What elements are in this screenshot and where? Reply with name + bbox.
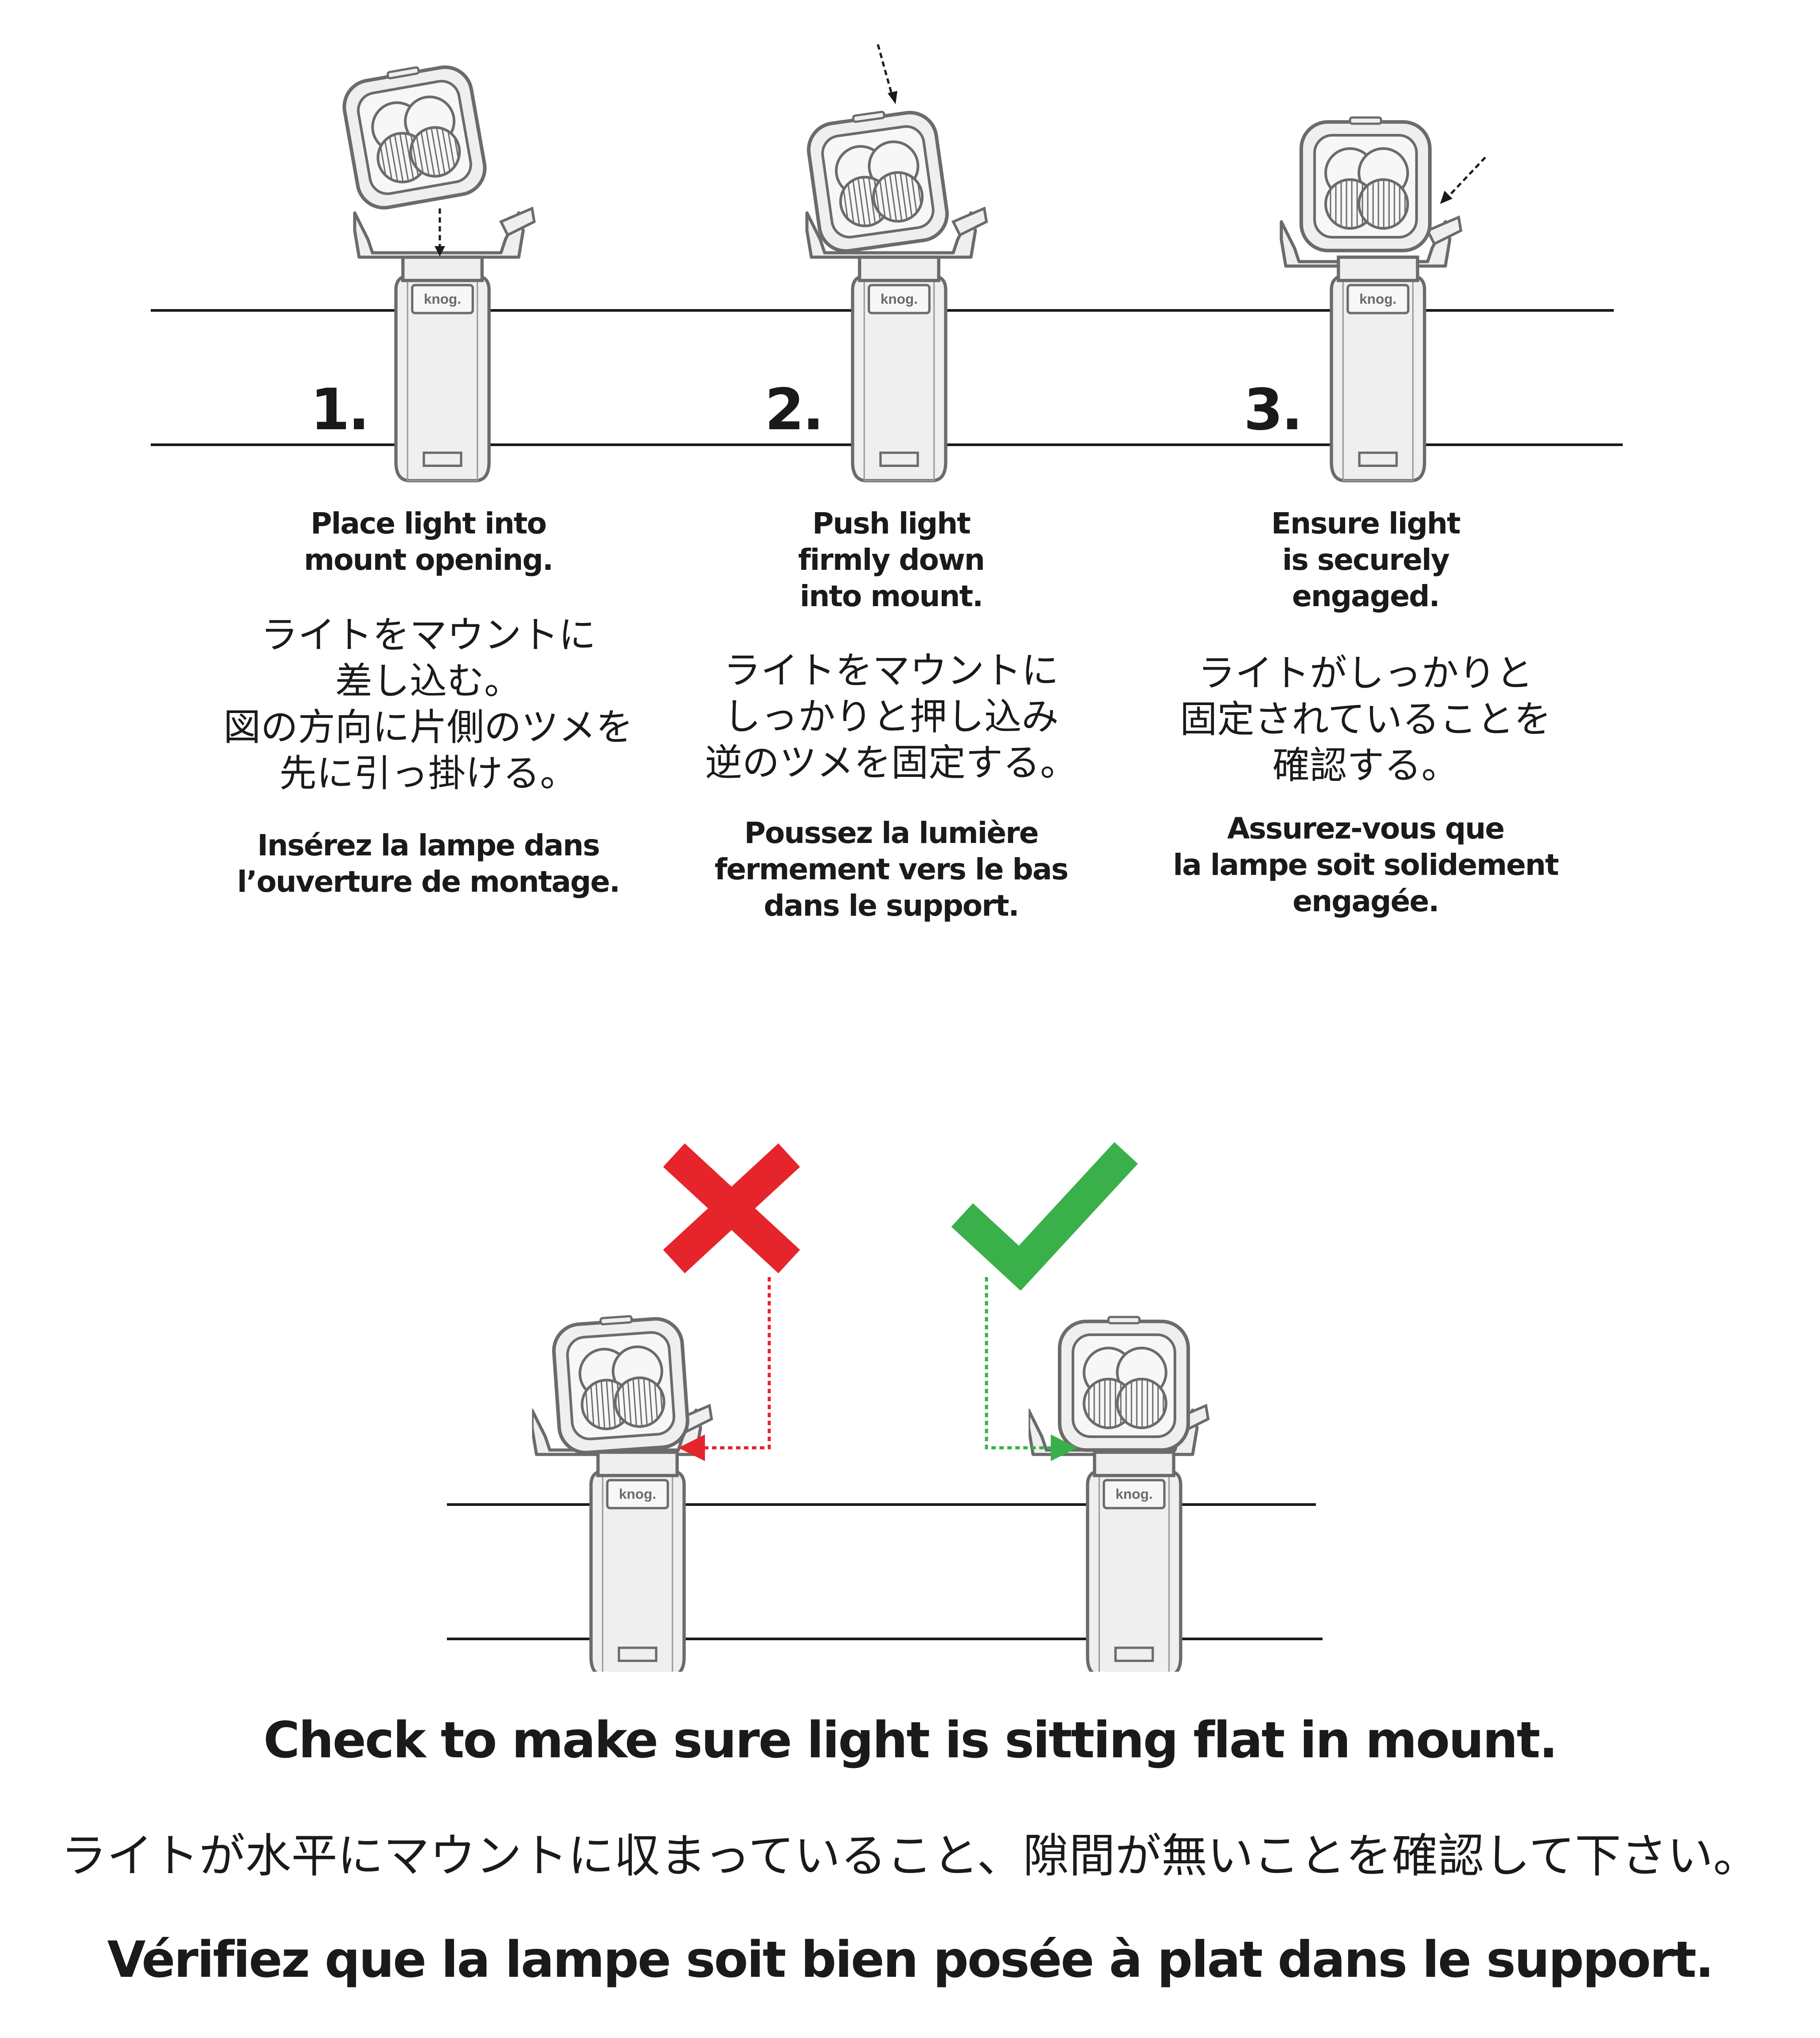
step-1-english: Place light into mount opening. xyxy=(304,506,554,577)
check-japanese: ライトが水平にマウントに収まっていること、隙間が無いことを確認して下さい。 xyxy=(60,1829,1760,1883)
step-3-french: Assurez-vous que la lampe soit solidemen… xyxy=(1173,811,1559,918)
check-english: Check to make sure light is sitting flat… xyxy=(263,1712,1558,1769)
step-1-number: 1. xyxy=(310,377,370,443)
step-2-japanese: ライトをマウントに しっかりと押し込み 逆のツメを固定する。 xyxy=(705,649,1077,784)
step-3-japanese: ライトがしっかりと 固定されていることを 確認する。 xyxy=(1180,651,1551,787)
check-icon xyxy=(951,1142,1138,1290)
wrong-indicator-arrow xyxy=(678,1277,771,1461)
step-3-illustration xyxy=(1272,44,1486,488)
rail-bottom-lower xyxy=(447,1638,1323,1640)
step-2-illustration xyxy=(794,44,1024,488)
step-1-french: Insérez la lampe dans l’ouverture de mon… xyxy=(237,828,620,899)
step-2-number: 2. xyxy=(765,377,824,443)
check-french: Vérifiez que la lampe soit bien posée à … xyxy=(107,1931,1714,1989)
step-3-number: 3. xyxy=(1244,377,1303,443)
cross-icon xyxy=(663,1143,800,1274)
correct-indicator-arrow xyxy=(985,1277,1077,1461)
rail-bottom-upper xyxy=(447,1503,1316,1506)
step-3-english: Ensure light is securely engaged. xyxy=(1271,506,1461,613)
step-1-illustration xyxy=(337,44,568,488)
step-2-french: Poussez la lumière fermement vers le bas… xyxy=(714,816,1069,923)
step-1-japanese: ライトをマウントに 差し込む。 図の方向に片側のツメを 先に引っ掛ける。 xyxy=(223,613,633,795)
step-2-english: Push light firmly down into mount. xyxy=(798,506,985,613)
